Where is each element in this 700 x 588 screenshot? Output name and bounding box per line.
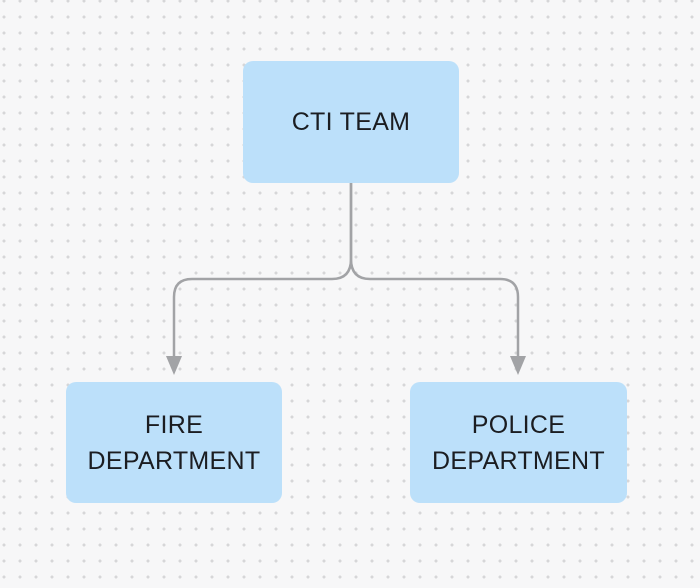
node-police-department[interactable]: POLICE DEPARTMENT [410,382,627,503]
node-label: POLICE DEPARTMENT [432,410,605,475]
arrowhead-icon [510,356,526,375]
edge-line-left[interactable] [172,183,353,356]
node-label: FIRE DEPARTMENT [87,410,261,475]
node-cti-team[interactable]: CTI TEAM [243,61,459,183]
node-label: CTI TEAM [291,108,411,136]
node-fire-department[interactable]: FIRE DEPARTMENT [66,382,282,503]
edge-cti-to-fire[interactable] [166,183,353,375]
arrowhead-icon [166,356,182,375]
edge-cti-to-police[interactable] [349,183,526,375]
edge-line-right[interactable] [349,183,520,356]
